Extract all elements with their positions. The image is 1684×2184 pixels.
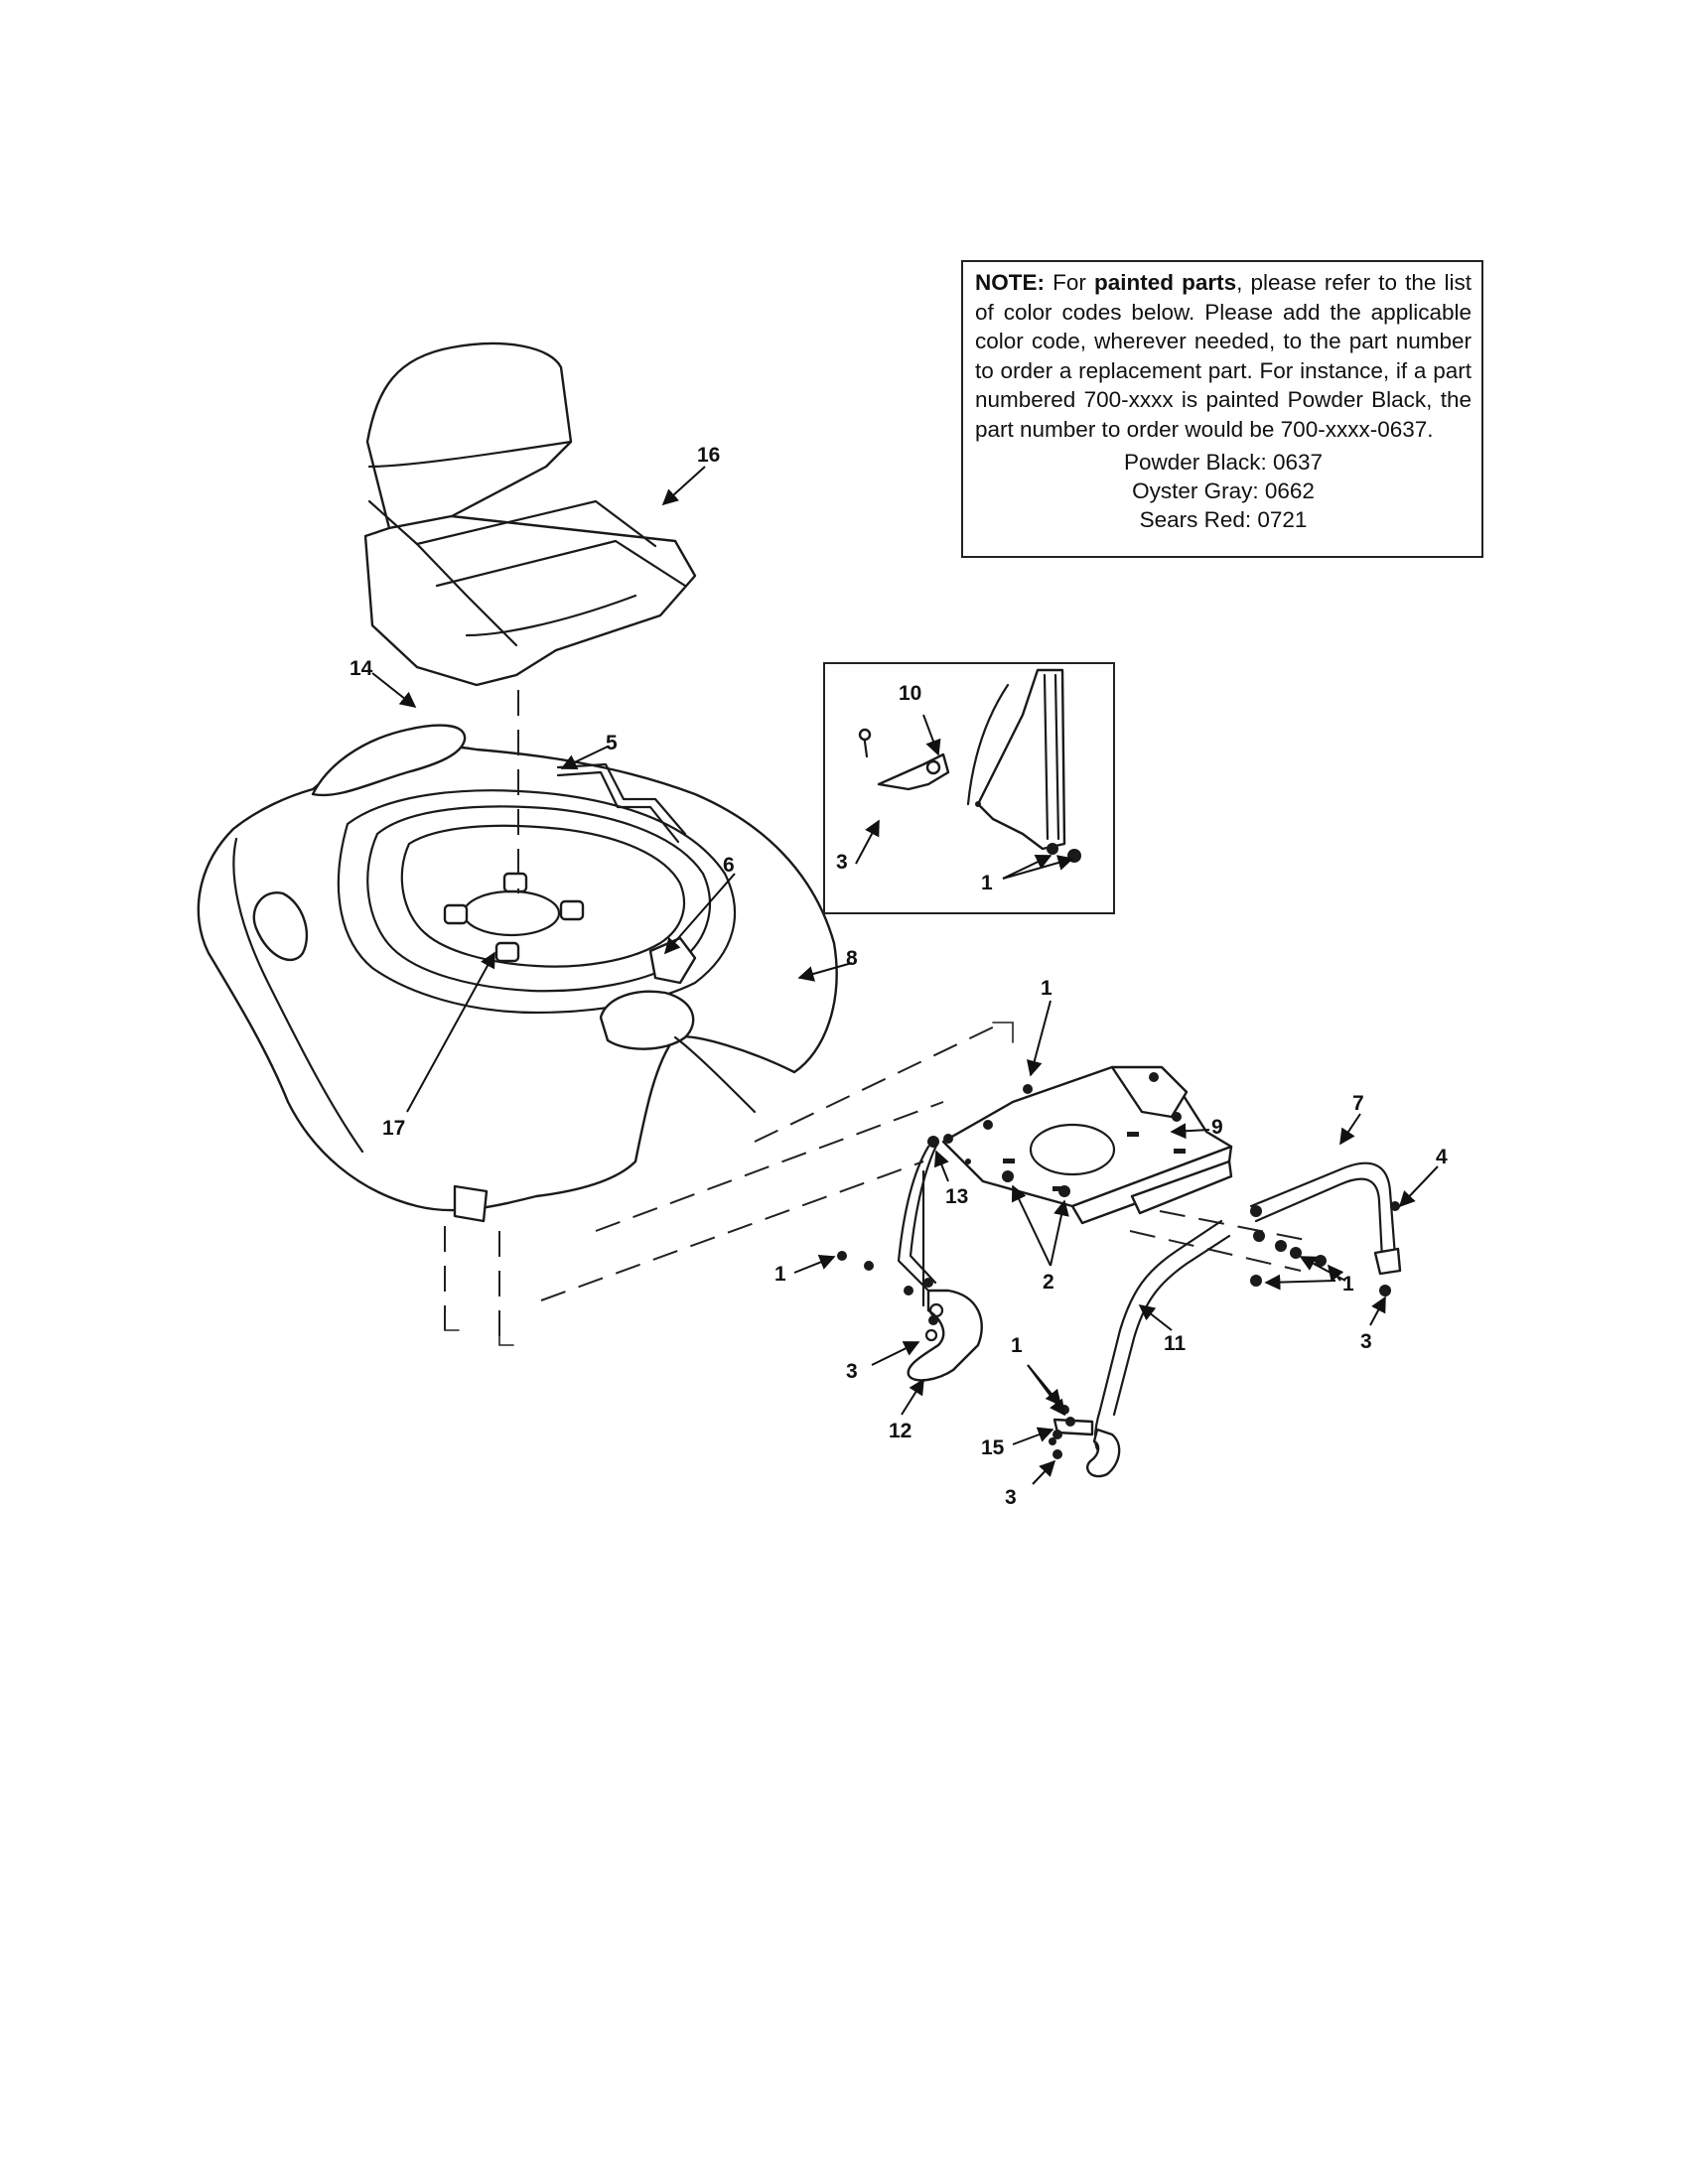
centerline [540, 1160, 924, 1301]
callout-1-inset: 1 [981, 872, 993, 894]
note-bold: painted parts [1093, 270, 1237, 295]
callout-6: 6 [723, 854, 735, 877]
callout-7: 7 [1352, 1092, 1364, 1115]
centerline [1129, 1230, 1302, 1272]
note-lead: NOTE: [975, 270, 1045, 295]
inset-detail [823, 662, 1115, 914]
callout-11: 11 [1164, 1332, 1187, 1355]
color-code-oyster-gray: Oyster Gray: 0662 [1132, 478, 1315, 503]
bracket-part-9 [941, 1065, 1233, 1225]
color-code-sears-red: Sears Red: 0721 [1139, 507, 1308, 532]
callout-1-left: 1 [774, 1263, 786, 1286]
painted-parts-note: NOTE: For painted parts, please refer to… [961, 260, 1483, 558]
callout-3-lower: 3 [1005, 1486, 1017, 1509]
note-text-2: , please refer to the list of color code… [975, 270, 1472, 442]
note-text-1: For [1045, 270, 1094, 295]
callout-3-left: 3 [846, 1360, 858, 1383]
callout-16: 16 [697, 444, 720, 467]
callout-4: 4 [1436, 1146, 1448, 1168]
callout-1-right: 1 [1342, 1273, 1354, 1296]
note-text: NOTE: For painted parts, please refer to… [975, 268, 1472, 444]
callout-10: 10 [899, 682, 921, 705]
leader-lines [371, 466, 1439, 1485]
bracket-part-12 [837, 1251, 983, 1382]
trim-part-14 [311, 724, 467, 797]
centerline [1159, 1210, 1312, 1242]
rod-part-13 [897, 1136, 955, 1307]
color-code-list: Powder Black: 0637 Oyster Gray: 0662 Sea… [975, 448, 1472, 534]
callout-3-inset: 3 [836, 851, 848, 874]
centerline [992, 1022, 1014, 1043]
callout-2: 2 [1043, 1271, 1054, 1294]
callout-9: 9 [1211, 1116, 1223, 1139]
callout-17: 17 [382, 1117, 405, 1140]
centerline [595, 1101, 944, 1232]
rod-part-5 [556, 762, 687, 844]
callout-1-lower: 1 [1011, 1334, 1023, 1357]
callout-15: 15 [981, 1436, 1005, 1459]
rod-part-7 [1249, 1161, 1402, 1297]
callout-12: 12 [889, 1420, 912, 1442]
callout-numbers: 16 14 5 6 8 17 10 3 1 1 9 7 4 13 2 1 1 3… [350, 444, 1448, 1509]
callout-3-right: 3 [1360, 1330, 1372, 1353]
centerline [754, 1022, 1004, 1143]
callout-5: 5 [606, 732, 618, 754]
callout-13: 13 [945, 1185, 968, 1208]
callout-8: 8 [846, 947, 858, 970]
callout-14: 14 [350, 657, 373, 680]
centerline [498, 1329, 514, 1346]
callout-1-bracket: 1 [1041, 977, 1052, 1000]
color-code-powder-black: Powder Black: 0637 [1123, 450, 1324, 475]
bracket-part-15 [1049, 1405, 1094, 1459]
body-part-8 [197, 745, 838, 1223]
rod-part-11 [1085, 1219, 1231, 1478]
seat-part-16 [363, 341, 697, 687]
centerline [444, 1314, 460, 1331]
